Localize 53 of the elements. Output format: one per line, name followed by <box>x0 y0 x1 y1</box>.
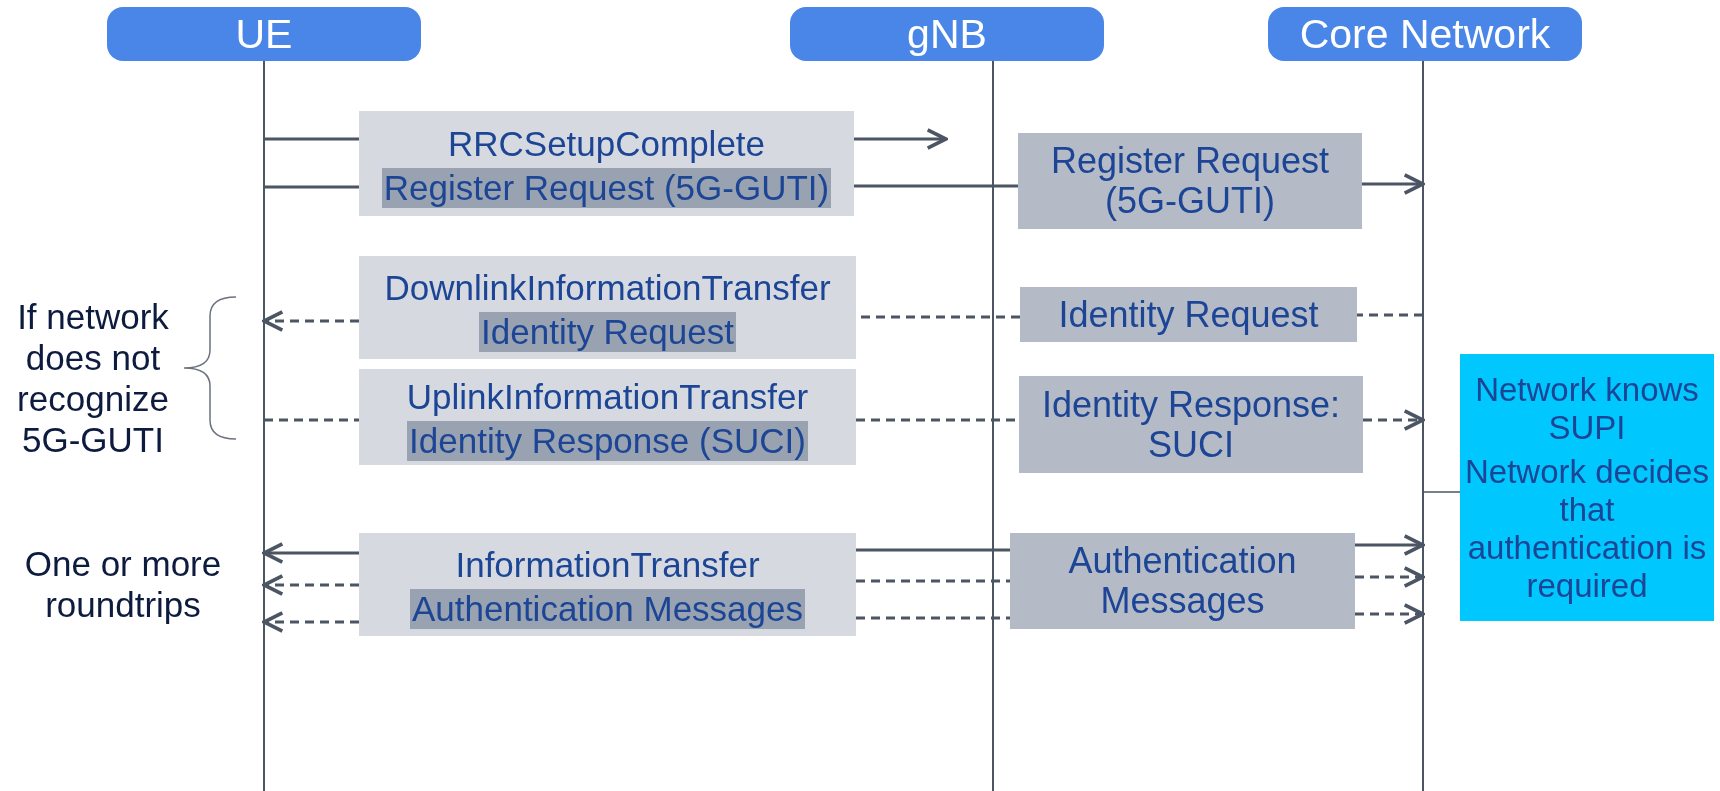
message-label: Authentication Messages <box>1067 541 1298 621</box>
message-arrow <box>1355 566 1425 588</box>
side-note: One or more roundtrips <box>23 543 223 625</box>
message-label: RRCSetupComplete <box>447 122 766 165</box>
message-box <box>359 111 854 216</box>
message-box <box>1019 376 1363 473</box>
lifeline <box>1422 61 1424 791</box>
leader-line <box>1422 491 1461 493</box>
message-label: Identity Response: SUCI <box>1040 384 1342 465</box>
message-box <box>1018 133 1362 229</box>
message-arrow <box>854 128 948 150</box>
highlighted-message-label: Identity Response (SUCI) <box>407 421 808 461</box>
message-line <box>264 137 359 141</box>
lifeline-header <box>790 7 1104 61</box>
lifeline <box>992 61 994 791</box>
message-arrow <box>262 611 359 633</box>
note-text: Network knows SUPI <box>1474 370 1700 447</box>
lifeline-title: gNB <box>907 10 987 58</box>
message-arrow <box>262 574 359 596</box>
message-arrow <box>1362 173 1425 195</box>
message-line <box>856 579 1010 583</box>
highlighted-message-label: Identity Request <box>479 311 736 352</box>
highlighted-message-label: Register Request (5G-GUTI) <box>381 167 832 208</box>
note-box <box>1460 354 1714 621</box>
message-label: DownlinkInformationTransfer <box>384 266 831 309</box>
highlighted-message-label: Authentication Messages <box>409 588 806 629</box>
message-box <box>1010 533 1355 629</box>
lifeline-header <box>1268 7 1582 61</box>
message-box <box>359 533 856 636</box>
lifeline-title: UE <box>235 10 293 58</box>
message-box <box>359 256 856 359</box>
note-text: Network decides that authentication is required <box>1464 452 1710 605</box>
message-arrow <box>1355 603 1425 625</box>
message-box <box>359 369 856 465</box>
message-arrow <box>262 542 359 564</box>
message-line <box>856 616 1010 620</box>
lifeline <box>263 61 265 791</box>
message-arrow <box>1355 534 1425 556</box>
message-label: UplinkInformationTransfer <box>406 376 809 418</box>
message-box <box>1020 287 1357 342</box>
message-line <box>856 548 1010 552</box>
message-arrow <box>1363 409 1425 431</box>
message-line <box>854 184 1018 188</box>
lifeline-title: Core Network <box>1299 10 1551 58</box>
message-arrow <box>262 310 359 332</box>
message-label: Register Request (5G-GUTI) <box>1049 141 1331 221</box>
message-label: Identity Request <box>1058 294 1319 335</box>
lifeline-header <box>107 7 421 61</box>
side-note: If network does not recognize 5G-GUTI <box>16 296 170 460</box>
message-line <box>264 185 359 189</box>
message-line <box>264 418 359 422</box>
message-line <box>1357 313 1423 317</box>
message-label: InformationTransfer <box>455 543 760 586</box>
